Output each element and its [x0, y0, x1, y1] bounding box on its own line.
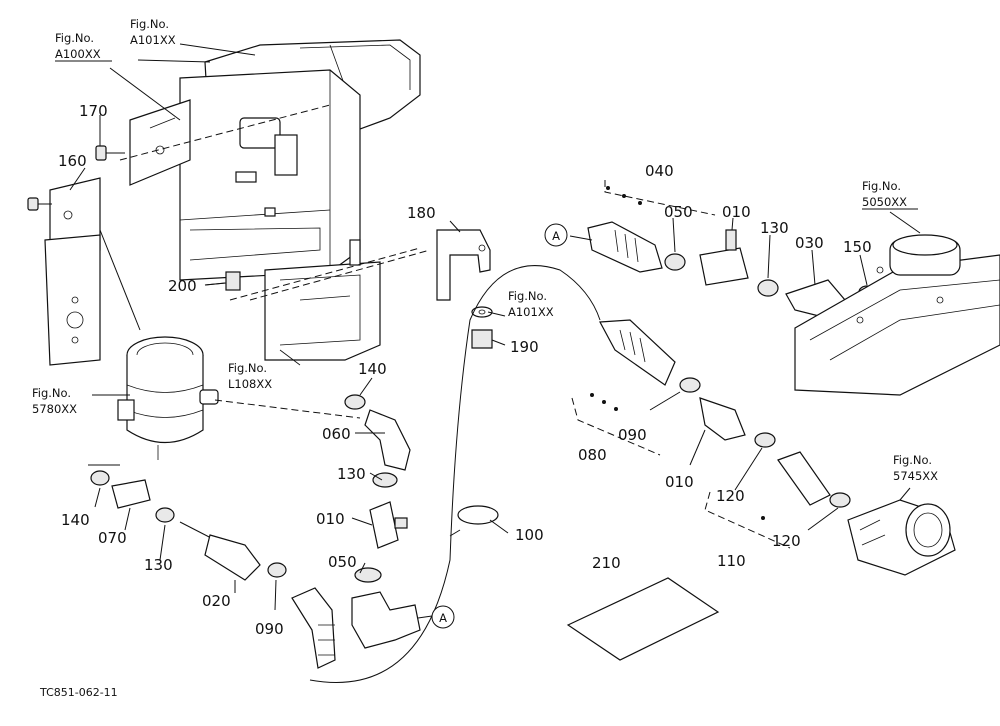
group-bracket-080	[571, 397, 661, 456]
clamp-100	[449, 505, 499, 537]
right-hose-train-lower	[599, 319, 851, 508]
figure-ref-a100: Fig.No. A100XX	[55, 31, 112, 62]
group-dot	[614, 407, 618, 411]
part-label-090-right: 090	[618, 426, 647, 444]
fuel-return-line	[309, 265, 601, 683]
fuel-tank-assembly	[179, 39, 421, 366]
figure-ref-a101-top: Fig.No. A101XX	[130, 17, 176, 47]
part-label-140-center: 140	[358, 360, 387, 378]
part-label-010-top: 010	[722, 203, 751, 221]
fuel-filter-5780	[117, 336, 219, 460]
part-label-050-right: 050	[664, 203, 693, 221]
svg-text:A: A	[552, 229, 560, 243]
svg-text:A101XX: A101XX	[508, 305, 554, 319]
part-label-060: 060	[322, 425, 351, 443]
svg-text:5780XX: 5780XX	[32, 402, 77, 416]
part-label-130-center: 130	[337, 465, 366, 483]
part-label-050-center: 050	[328, 553, 357, 571]
injection-pump-5745	[847, 499, 956, 576]
svg-text:A: A	[439, 611, 447, 625]
svg-text:A100XX: A100XX	[55, 47, 101, 61]
part-label-150: 150	[843, 238, 872, 256]
group-dot	[761, 516, 765, 520]
part-label-010-center: 010	[316, 510, 345, 528]
washer-nut-190	[471, 306, 493, 349]
part-label-020: 020	[202, 592, 231, 610]
left-hose-train	[90, 470, 287, 581]
figure-ref-5780: Fig.No. 5780XX	[32, 386, 77, 416]
part-label-210: 210	[592, 554, 621, 572]
part-label-110: 110	[717, 552, 746, 570]
part-label-100: 100	[515, 526, 544, 544]
part-label-140-left: 140	[61, 511, 90, 529]
svg-text:Fig.No.: Fig.No.	[862, 179, 901, 193]
part-label-180: 180	[407, 204, 436, 222]
center-hose-train	[344, 394, 421, 649]
group-dot	[622, 194, 626, 198]
group-bracket-040	[604, 180, 716, 216]
part-label-070: 070	[98, 529, 127, 547]
part-label-190: 190	[510, 338, 539, 356]
svg-text:5050XX: 5050XX	[862, 195, 907, 209]
right-hose-train-upper	[587, 221, 876, 321]
part-label-030: 030	[795, 234, 824, 252]
alignment-line	[249, 249, 431, 301]
svg-text:Fig.No.: Fig.No.	[130, 17, 169, 31]
group-dot	[602, 400, 606, 404]
lower-hose	[291, 587, 336, 669]
figure-ref-l108: Fig.No. L108XX	[228, 361, 272, 391]
bolt-170	[95, 145, 125, 161]
bracket-180	[436, 229, 491, 301]
part-label-130-left: 130	[144, 556, 173, 574]
part-label-080: 080	[578, 446, 607, 464]
reference-marker-a-bottom: A	[431, 605, 455, 629]
instruction-sheet-210	[566, 577, 720, 661]
part-label-090-left: 090	[255, 620, 284, 638]
figure-ref-a101-mid: Fig.No. A101XX	[508, 289, 554, 319]
bracket-160	[44, 177, 101, 366]
part-label-120-upper: 120	[716, 487, 745, 505]
svg-text:Fig.No.: Fig.No.	[228, 361, 267, 375]
figure-ref-5050: Fig.No. 5050XX	[862, 179, 918, 210]
svg-text:5745XX: 5745XX	[893, 469, 938, 483]
group-dot	[590, 393, 594, 397]
alignment-line	[119, 104, 331, 161]
part-label-040: 040	[645, 162, 674, 180]
part-label-120-lower: 120	[772, 532, 801, 550]
part-label-170: 170	[79, 102, 108, 120]
bracket-a100	[129, 99, 191, 186]
svg-text:A101XX: A101XX	[130, 33, 176, 47]
alignment-line	[214, 399, 361, 419]
part-label-010-right: 010	[665, 473, 694, 491]
group-bracket-110	[704, 491, 791, 549]
leader-lines	[69, 43, 921, 619]
part-label-200: 200	[168, 277, 197, 295]
bolt-left	[27, 197, 52, 211]
group-dot	[638, 201, 642, 205]
drawing-code: TC851-062-11	[39, 686, 118, 699]
group-dot	[606, 186, 610, 190]
svg-text:L108XX: L108XX	[228, 377, 272, 391]
reference-marker-a-left: A	[544, 223, 568, 247]
engine-head-5050	[794, 234, 1000, 396]
svg-text:Fig.No.: Fig.No.	[55, 31, 94, 45]
svg-text:Fig.No.: Fig.No.	[893, 453, 932, 467]
svg-text:Fig.No.: Fig.No.	[508, 289, 547, 303]
alignment-line	[99, 229, 141, 331]
part-label-130-right: 130	[760, 219, 789, 237]
part-label-160: 160	[58, 152, 87, 170]
figure-ref-5745: Fig.No. 5745XX	[893, 453, 938, 483]
svg-text:Fig.No.: Fig.No.	[32, 386, 71, 400]
